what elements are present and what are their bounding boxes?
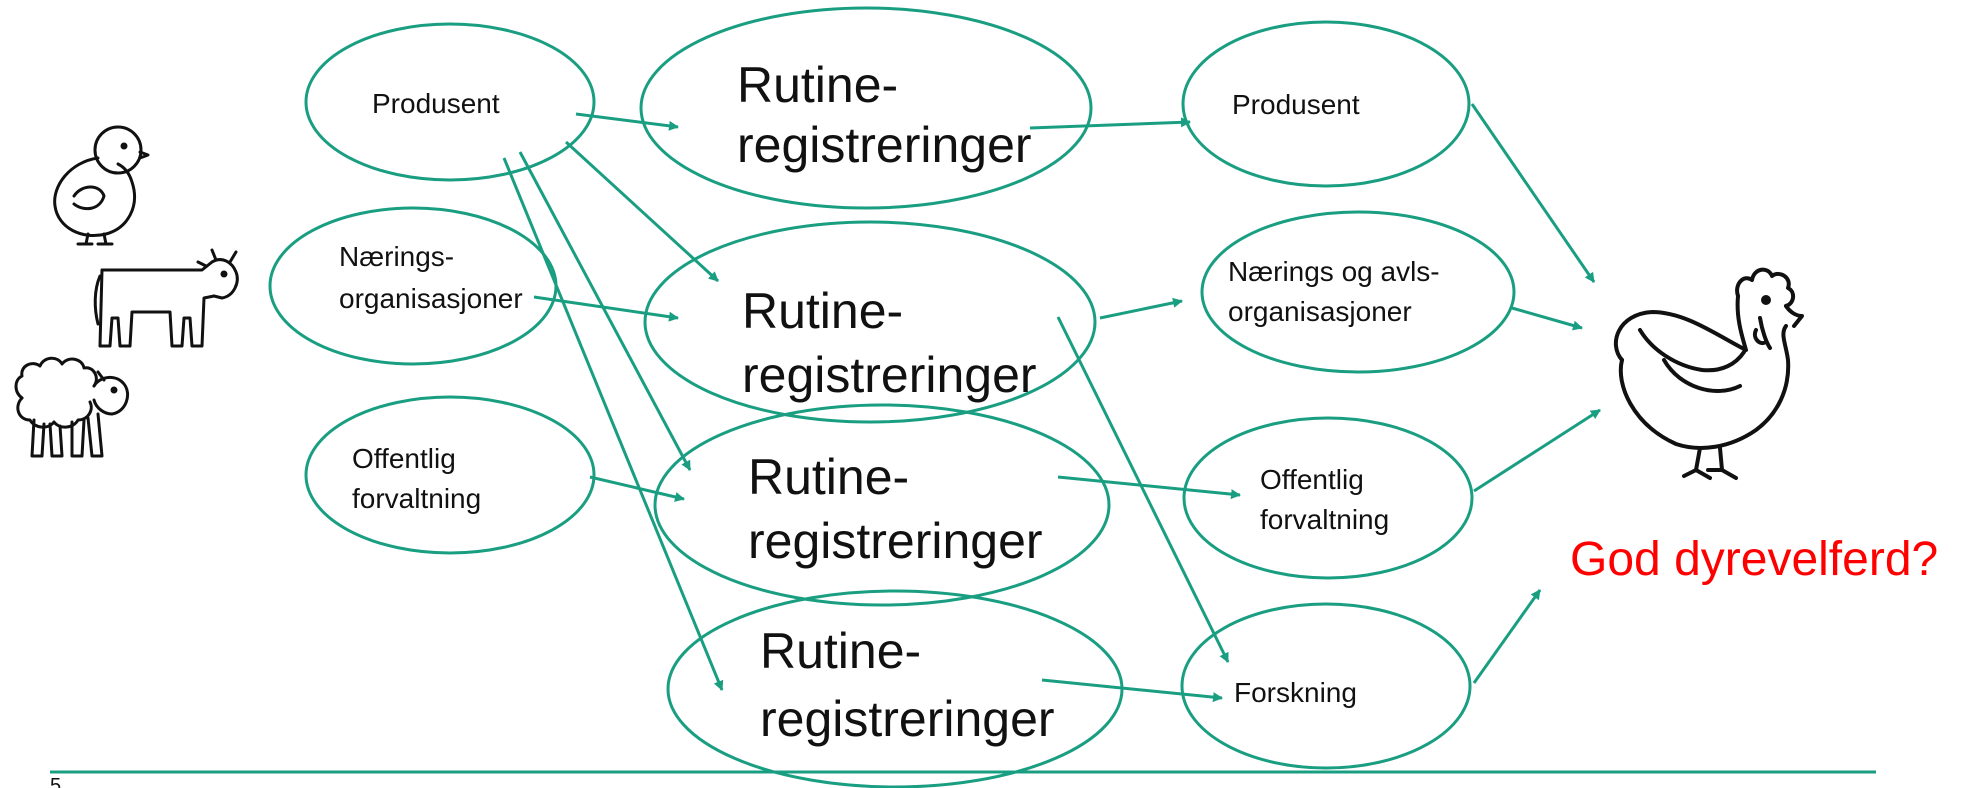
registration-ellipse-4 xyxy=(666,589,1124,788)
arrow-reg2-to-user-breeding xyxy=(1099,297,1183,320)
arrow-producer-to-reg3 xyxy=(518,151,692,471)
arrow-industry-to-reg2 xyxy=(533,295,679,322)
arrow-user-public-to-outcome xyxy=(1473,408,1601,493)
chick-icon xyxy=(53,125,150,246)
user-breeding-line2: organisasjoner xyxy=(1228,296,1412,327)
registration-4-line2: registreringer xyxy=(760,691,1055,747)
registration-2-line1: Rutine- xyxy=(742,283,903,339)
registration-1-line2: registreringer xyxy=(737,117,1032,173)
arrow-user-producer-to-outcome xyxy=(1470,103,1596,283)
arrow-producer-to-reg1 xyxy=(575,112,679,131)
source-industry-label: Nærings- organisasjoner xyxy=(339,241,523,314)
arrow-user-breeding-to-outcome xyxy=(1511,306,1583,331)
arrow-reg3-to-user-public xyxy=(1057,475,1241,500)
source-public-ellipse xyxy=(304,395,596,555)
user-breeding-ellipse xyxy=(1200,210,1516,374)
cow-icon xyxy=(93,248,239,348)
arrow-producer-to-reg2 xyxy=(564,140,720,283)
footer-page-number: 5 xyxy=(50,775,61,788)
source-producer-ellipse xyxy=(304,22,596,182)
user-public-label: Offentlig forvaltning xyxy=(1260,464,1389,535)
source-public-line2: forvaltning xyxy=(352,483,481,514)
source-public-line1: Offentlig xyxy=(352,443,456,474)
registration-label-3: Rutine- registreringer xyxy=(748,449,1043,569)
hen-icon xyxy=(1613,267,1804,480)
registration-3-line2: registreringer xyxy=(748,513,1043,569)
arrow-user-research-to-outcome xyxy=(1472,589,1542,684)
registration-ellipse-2 xyxy=(643,220,1097,424)
user-producer-label: Produsent xyxy=(1232,89,1360,120)
user-breeding-label: Nærings og avls- organisasjoner xyxy=(1228,256,1447,327)
registration-2-line2: registreringer xyxy=(742,347,1037,403)
registration-ellipse-3 xyxy=(653,403,1111,607)
user-research-ellipse xyxy=(1180,602,1472,770)
user-public-ellipse xyxy=(1182,416,1474,580)
sheep-icon xyxy=(14,356,129,458)
arrow-reg2-to-user-research xyxy=(1056,316,1230,663)
registration-4-line1: Rutine- xyxy=(760,623,921,679)
source-producer-label: Produsent xyxy=(372,88,500,119)
user-producer-ellipse xyxy=(1181,20,1471,188)
registration-label-1: Rutine- registreringer xyxy=(737,57,1032,173)
arrow-reg4-to-user-research xyxy=(1041,678,1223,703)
source-industry-line1: Nærings- xyxy=(339,241,454,272)
arrow-reg1-to-user-producer xyxy=(1029,117,1191,130)
flow-arrows xyxy=(502,103,1601,703)
registration-ellipse-1 xyxy=(639,6,1093,210)
registration-1-line1: Rutine- xyxy=(737,57,898,113)
registration-label-2: Rutine- registreringer xyxy=(742,283,1037,403)
arrow-producer-to-reg4 xyxy=(502,157,724,691)
outcome-question: God dyrevelferd? xyxy=(1570,533,1938,586)
user-breeding-line1: Nærings og avls- xyxy=(1228,256,1440,287)
source-industry-line2: organisasjoner xyxy=(339,283,523,314)
source-public-label: Offentlig forvaltning xyxy=(352,443,481,514)
arrow-public-to-reg3 xyxy=(589,475,685,502)
user-public-line2: forvaltning xyxy=(1260,504,1389,535)
registration-label-4: Rutine- registreringer xyxy=(760,623,1055,747)
registration-3-line1: Rutine- xyxy=(748,449,909,505)
user-research-label: Forskning xyxy=(1234,677,1357,708)
user-public-line1: Offentlig xyxy=(1260,464,1364,495)
